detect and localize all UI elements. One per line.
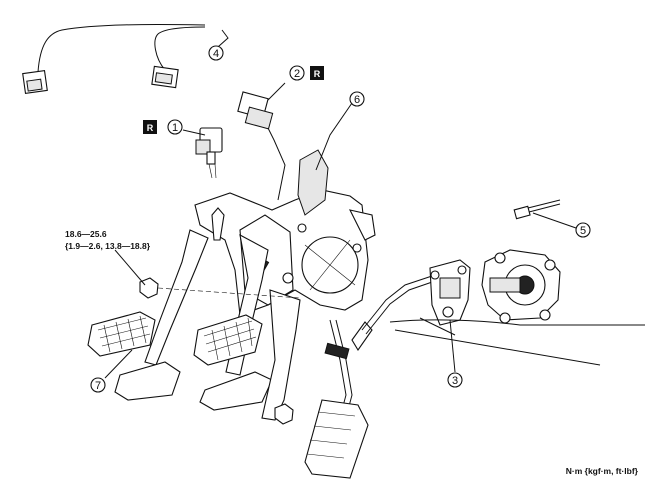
nut-upper — [139, 277, 159, 299]
callout-4-label: 4 — [213, 48, 219, 60]
callout-2: 2 — [289, 65, 305, 81]
clutch-pedal — [87, 229, 209, 401]
cable-end-part-5 — [513, 199, 561, 220]
replace-mark-2-label: R — [314, 69, 321, 79]
brake-pedal — [193, 233, 301, 421]
brake-booster — [389, 249, 645, 366]
callout-3-label: 3 — [452, 375, 458, 387]
callout-5: 5 — [575, 222, 591, 238]
callout-1: 1 — [167, 119, 183, 135]
switch-part-2 — [237, 91, 286, 201]
torque-spec-nm: 18.6—25.6 — [65, 229, 107, 239]
callout-1-label: 1 — [172, 122, 178, 134]
callout-3: 3 — [447, 372, 463, 388]
units-note: N·m {kgf·m, ft·lbf} — [566, 466, 639, 476]
replace-mark-1-label: R — [147, 123, 154, 133]
switch-part-1 — [195, 127, 223, 179]
callout-7-label: 7 — [95, 380, 101, 392]
wiring-harness-part-4 — [22, 24, 206, 95]
torque-spec-alt-units: {1.9—2.6, 13.8—18.8} — [65, 241, 151, 251]
bracket-part-3 — [429, 259, 471, 326]
callout-2-label: 2 — [294, 68, 300, 80]
callout-6-label: 6 — [354, 94, 360, 106]
callout-5-label: 5 — [580, 225, 586, 237]
callout-leaders — [104, 29, 577, 379]
callout-7: 7 — [90, 377, 106, 393]
pedal-bracket — [194, 149, 376, 316]
callout-4: 4 — [208, 45, 224, 61]
replace-mark-part-1: R — [143, 120, 157, 134]
callout-6: 6 — [349, 91, 365, 107]
accelerator-pedal — [304, 274, 439, 479]
nut-lower — [274, 403, 294, 425]
replace-mark-part-2: R — [310, 66, 324, 80]
